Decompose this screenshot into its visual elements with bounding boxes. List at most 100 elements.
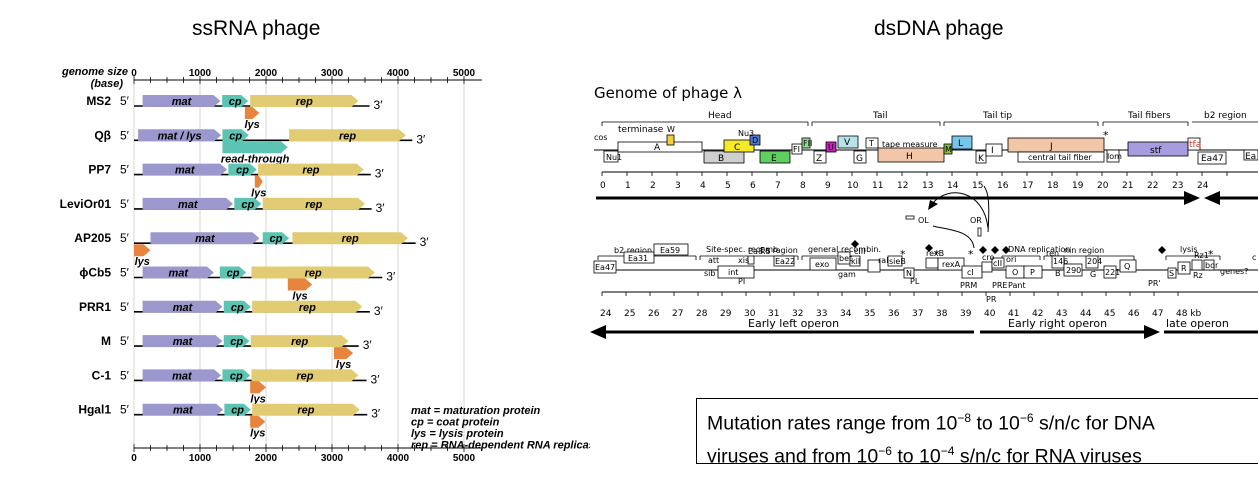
- gene-label: cp: [231, 405, 244, 417]
- bbox-r: [1177, 261, 1191, 275]
- bbox-290: [1063, 263, 1083, 277]
- axis-title: genome size: [61, 66, 128, 78]
- top-axis-label: 0: [131, 68, 137, 79]
- gene-label: rep: [305, 268, 322, 280]
- blbl-ea22: Ea22: [775, 257, 795, 266]
- bottom-brackets: [597, 255, 1221, 260]
- gene-rep: [292, 232, 408, 245]
- bbox-bor: [1203, 259, 1215, 271]
- bbox-n: [903, 267, 915, 279]
- box-fii: [801, 137, 811, 149]
- svg-text:2: 2: [650, 181, 656, 191]
- bbox-sieB: [887, 255, 903, 267]
- blbl-ori: ori: [1006, 255, 1016, 264]
- three-prime-label: 3′: [375, 167, 385, 181]
- markers: [851, 240, 1166, 254]
- gene-label: cp: [230, 336, 243, 348]
- svg-text:4: 4: [700, 181, 706, 191]
- prom-pre: PRE: [992, 281, 1007, 290]
- blbl-bor: bor: [1205, 261, 1219, 270]
- lambda-title: Genome of phage λ: [594, 84, 742, 102]
- svg-text:41: 41: [1008, 309, 1019, 319]
- blbl-r: R: [1181, 264, 1187, 273]
- gene-mat: [142, 163, 228, 176]
- svg-text:12: 12: [897, 181, 908, 191]
- five-prime-label: 5′: [120, 163, 130, 177]
- operon-early-right: Early right operon: [1008, 317, 1107, 330]
- mutation-rate-box: Mutation rates range from 10−8 to 10−6 s…: [696, 398, 1258, 467]
- gene-mat: [142, 300, 223, 313]
- top-axis-label: 1000: [189, 68, 212, 79]
- lbl-c: C: [734, 143, 740, 153]
- svg-text:23: 23: [1172, 181, 1183, 191]
- gene-mat: [142, 403, 224, 416]
- gene-lys: [244, 107, 260, 119]
- gene-w: W: [667, 125, 675, 134]
- blbl-exo: exo: [815, 260, 829, 269]
- gene-cp: [222, 95, 249, 107]
- early-left-head: [590, 325, 606, 339]
- svg-text:29: 29: [720, 309, 732, 319]
- bbox-cii: [991, 257, 1005, 269]
- gene-label: lys: [292, 291, 307, 303]
- bbox-xis: [747, 255, 755, 265]
- blbl-xis: xis: [738, 256, 749, 265]
- gene-label: rep: [342, 233, 359, 245]
- lbl-e: E: [771, 154, 777, 164]
- m1e1: −8: [957, 411, 972, 425]
- legend-entry: cp = coat protein: [411, 417, 500, 429]
- box-tfa: [1187, 137, 1201, 151]
- svg-text:42: 42: [1032, 309, 1043, 319]
- blbl-cii: cII: [993, 259, 1002, 268]
- lbl-d: D: [752, 136, 758, 145]
- gene-cp: [219, 266, 247, 279]
- phage-name: PP7: [88, 163, 111, 177]
- top-scale-ticks: [601, 172, 1228, 176]
- gene-label: cp: [230, 370, 243, 382]
- bbox-ea31: [623, 251, 655, 264]
- bbox-146: [1051, 255, 1065, 269]
- gene-lys: [134, 244, 151, 257]
- legend-entry: lys = lysis protein: [411, 428, 504, 440]
- bregion-b2: b2 region: [614, 246, 652, 255]
- prom-pl: PL: [910, 277, 920, 286]
- gene-label: mat: [175, 165, 196, 177]
- phage-name: PRR1: [79, 300, 111, 314]
- gene-label: mat: [173, 302, 194, 314]
- axis-unit: (base): [91, 78, 124, 90]
- arrow-head-right: [1184, 191, 1200, 205]
- gene-label: cp: [269, 233, 282, 245]
- lbl-tfa: tfa: [1189, 140, 1201, 150]
- bbox-ea22: [773, 255, 795, 267]
- gene-rep: [252, 403, 360, 416]
- region-head: Head: [708, 111, 732, 121]
- bregion-general: general recombin.: [808, 245, 881, 254]
- m2a: viruses and from 10: [707, 445, 879, 467]
- blbl-kil: kil: [851, 257, 860, 266]
- blbl-sieb: sieB: [889, 257, 906, 266]
- or-box: [977, 227, 982, 237]
- svg-text:25: 25: [624, 309, 635, 319]
- svg-text:3: 3: [675, 181, 681, 191]
- blbl-genes: genes?: [1220, 267, 1248, 276]
- phage-name: Hgal1: [78, 403, 111, 417]
- gene-label: rep: [296, 370, 313, 382]
- svg-text:18: 18: [1047, 181, 1059, 191]
- bottom-scale-ticks: [601, 292, 1179, 296]
- svg-text:22: 22: [1147, 181, 1158, 191]
- gene-lys: [250, 415, 266, 428]
- blbl-ciii: cIII: [854, 247, 865, 256]
- lbl-m: M: [945, 145, 952, 154]
- gene-cp: [228, 163, 257, 176]
- box-i: [985, 143, 1003, 157]
- box-k: [975, 150, 987, 164]
- blbl-n: N: [906, 269, 912, 278]
- phage-name: ϕCb5: [79, 266, 111, 280]
- five-prime-label: 5′: [120, 334, 130, 348]
- bbox-s: [1167, 267, 1177, 279]
- bregion-lysis: lysis: [1180, 245, 1198, 254]
- lbl-ea: Ea: [1245, 152, 1256, 162]
- lbl-fi: FI: [793, 145, 800, 154]
- blbl-ci: cI: [967, 268, 974, 277]
- bottom-scale-labels: 24 25 26 27 28 29 30 31 32 33 34 35 36 3…: [600, 309, 1202, 319]
